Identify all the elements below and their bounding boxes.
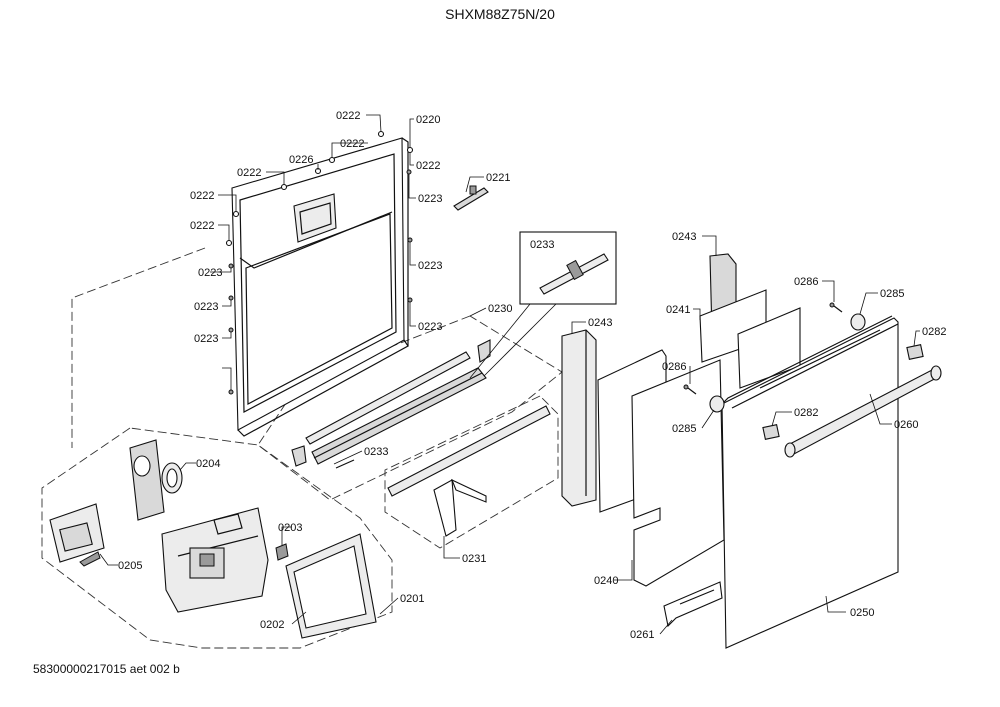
- label-0231: 0231: [462, 553, 486, 565]
- label-0204: 0204: [196, 458, 220, 470]
- label-0205: 0205: [118, 560, 142, 572]
- label-0223: 0223: [418, 193, 442, 205]
- diagram-title: SHXM88Z75N/20: [445, 6, 555, 22]
- label-0226: 0226: [289, 154, 313, 166]
- label-0261: 0261: [630, 629, 654, 641]
- label-0233: 0233: [530, 239, 554, 251]
- part-labels: 0222 0220 0222 0226 0222 0222 0223 0221 …: [118, 110, 946, 641]
- label-0220: 0220: [416, 114, 440, 126]
- switch-box-0205: [49, 503, 105, 567]
- part-0221: [453, 185, 489, 211]
- kick-plate-0261: [663, 581, 723, 628]
- label-0223: 0223: [194, 333, 218, 345]
- screws: [225, 130, 414, 395]
- magnifier-callout-0233: [469, 231, 617, 379]
- label-0202: 0202: [260, 619, 284, 631]
- label-0223: 0223: [418, 260, 442, 272]
- label-0222: 0222: [340, 138, 364, 150]
- label-0233: 0233: [364, 446, 388, 458]
- label-0282: 0282: [794, 407, 818, 419]
- label-0203: 0203: [278, 522, 302, 534]
- label-0250: 0250: [850, 607, 874, 619]
- label-0221: 0221: [486, 172, 510, 184]
- control-module: [161, 507, 289, 613]
- label-0222: 0222: [237, 167, 261, 179]
- label-0240: 0240: [594, 575, 618, 587]
- inner-door-frame: [231, 137, 409, 437]
- outer-door-panel: [721, 315, 899, 649]
- label-0285: 0285: [880, 288, 904, 300]
- label-0243: 0243: [588, 317, 612, 329]
- handle-0260: [784, 365, 942, 458]
- label-0286: 0286: [794, 276, 818, 288]
- label-0201: 0201: [400, 593, 424, 605]
- module-cover-0202: [285, 533, 377, 639]
- label-0222: 0222: [416, 160, 440, 172]
- label-0222: 0222: [190, 220, 214, 232]
- label-0222: 0222: [336, 110, 360, 122]
- label-0222: 0222: [190, 190, 214, 202]
- label-0260: 0260: [894, 419, 918, 431]
- label-0223: 0223: [418, 321, 442, 333]
- trim-rails: [291, 339, 551, 537]
- small-parts: [683, 302, 924, 440]
- label-0243: 0243: [672, 231, 696, 243]
- leader-lines: [99, 114, 920, 635]
- label-0286: 0286: [662, 361, 686, 373]
- insulation-panels: [561, 253, 801, 587]
- label-0285: 0285: [672, 423, 696, 435]
- document-id: 58300000217015 aet 002 b: [33, 662, 180, 676]
- label-0282: 0282: [922, 326, 946, 338]
- label-0241: 0241: [666, 304, 690, 316]
- label-0230: 0230: [488, 303, 512, 315]
- label-0223: 0223: [194, 301, 218, 313]
- label-0223: 0223: [198, 267, 222, 279]
- bracket-0204: [129, 439, 183, 521]
